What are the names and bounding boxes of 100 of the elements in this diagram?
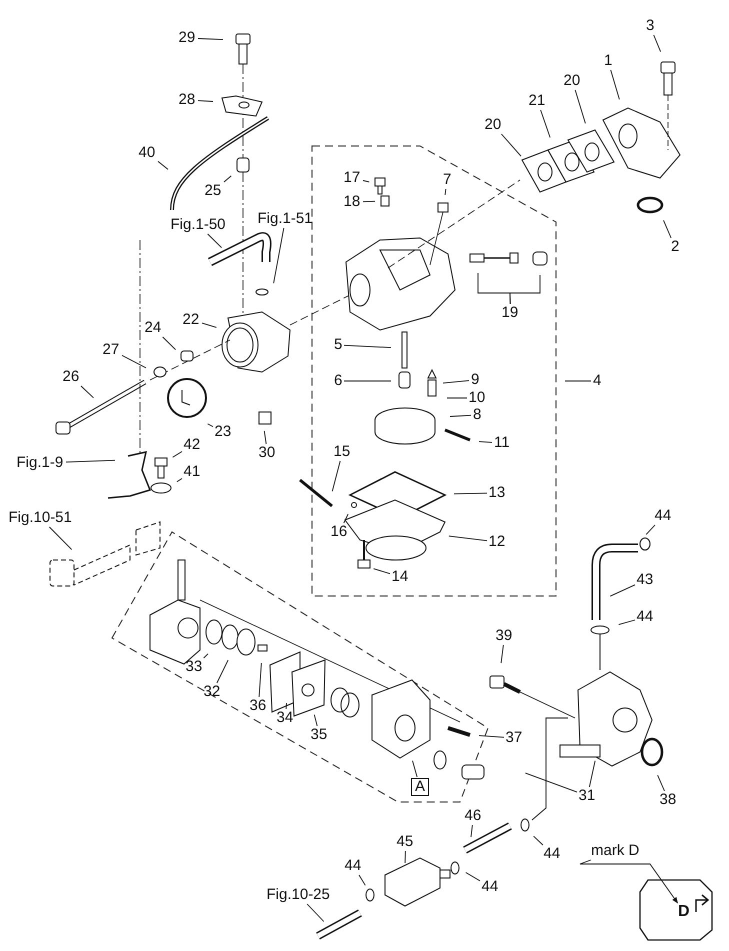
figure-reference: Fig.1-9 xyxy=(16,455,64,471)
leader-line xyxy=(444,188,446,196)
callout-number: 13 xyxy=(488,485,506,501)
leader-line xyxy=(207,423,214,428)
callout-number: 5 xyxy=(334,337,342,353)
leader-line xyxy=(580,860,678,904)
callout-number: 20 xyxy=(484,117,502,133)
figure-reference: Fig.1-50 xyxy=(170,217,226,233)
leader-line xyxy=(450,414,472,417)
leader-line xyxy=(80,386,94,398)
leader-line xyxy=(344,380,392,382)
callout-number: 26 xyxy=(62,369,80,385)
leader-line xyxy=(198,100,214,102)
leader-line xyxy=(224,175,232,182)
callout-number: 15 xyxy=(334,444,350,460)
callout-number: 27 xyxy=(102,342,120,358)
figure-reference: Fig.1-51 xyxy=(258,211,313,227)
leader-line xyxy=(533,836,544,846)
callout-number: 28 xyxy=(178,92,196,108)
callout-number: 16 xyxy=(330,524,348,540)
leader-line xyxy=(448,536,488,542)
leader-line xyxy=(358,874,366,886)
leader-line xyxy=(48,526,72,550)
callout-number: 9 xyxy=(471,372,480,388)
leader-line xyxy=(618,620,636,626)
callout-number: 22 xyxy=(182,312,200,328)
leader-line xyxy=(216,660,229,684)
leader-line xyxy=(610,70,620,100)
callout-number: 37 xyxy=(506,730,522,746)
callout-number: 35 xyxy=(310,727,328,743)
callout-number: 21 xyxy=(528,93,546,109)
leader-line xyxy=(500,134,522,157)
leader-line xyxy=(663,220,672,238)
leader-line xyxy=(564,380,592,382)
leader-line xyxy=(478,735,504,738)
callout-number: 36 xyxy=(250,698,266,714)
callout-number: 42 xyxy=(184,437,200,453)
leader-line xyxy=(574,90,586,124)
callout-number: 40 xyxy=(138,145,156,161)
callout-number: 24 xyxy=(144,320,162,336)
figure-reference: Fig.10-51 xyxy=(8,510,72,526)
leader-line xyxy=(500,644,504,664)
leader-line xyxy=(258,662,262,698)
callout-number: 8 xyxy=(473,407,482,423)
leader-line xyxy=(478,441,492,443)
callout-number: 34 xyxy=(276,710,294,726)
callout-number: 33 xyxy=(186,659,202,675)
callout-number: 29 xyxy=(178,30,196,46)
callout-number: 3 xyxy=(646,18,654,34)
callout-number: 23 xyxy=(214,424,232,440)
leader-line xyxy=(465,872,480,882)
leader-line xyxy=(343,514,349,524)
callout-number: 44 xyxy=(482,879,498,895)
callout-number: 44 xyxy=(544,846,560,862)
callout-number: 11 xyxy=(494,435,510,451)
callout-number: 6 xyxy=(334,373,342,389)
leader-line xyxy=(306,904,324,922)
leader-line xyxy=(158,160,168,170)
figure-reference: Fig.10-25 xyxy=(266,887,330,903)
leader-line xyxy=(264,430,267,444)
callout-number: 14 xyxy=(392,569,408,585)
leader-line xyxy=(286,702,287,710)
leader-line xyxy=(454,492,488,494)
leader-line xyxy=(540,110,551,138)
leader-line xyxy=(470,824,473,838)
leader-line xyxy=(344,344,392,348)
callout-number: 12 xyxy=(488,534,506,550)
callout-number: 10 xyxy=(468,390,486,406)
leader-line xyxy=(202,322,217,328)
leader-line xyxy=(442,380,470,384)
callout-number: 7 xyxy=(443,172,452,188)
callout-number: 44 xyxy=(654,508,672,524)
leader-line xyxy=(362,200,376,202)
leader-line xyxy=(373,568,390,574)
callout-number: 19 xyxy=(502,305,518,321)
callout-number: 1 xyxy=(604,53,612,69)
leader-line xyxy=(404,850,406,864)
leader-line xyxy=(162,336,176,350)
leader-line xyxy=(653,34,662,52)
leader-line xyxy=(332,460,341,492)
callout-number: 18 xyxy=(344,194,360,210)
leader-line xyxy=(524,772,578,793)
callout-number: 30 xyxy=(258,445,276,461)
leader-line xyxy=(610,584,636,597)
callout-number: 38 xyxy=(660,792,676,808)
reference-letter: A xyxy=(411,778,430,796)
leader-line xyxy=(203,653,208,658)
callout-number: 25 xyxy=(204,183,222,199)
mark-letter: D xyxy=(678,904,690,920)
mark-label: mark D xyxy=(591,843,640,859)
leader-line xyxy=(588,760,596,788)
leader-line xyxy=(122,354,146,368)
callout-number: 39 xyxy=(496,628,512,644)
leader-line xyxy=(176,478,182,482)
leader-line xyxy=(362,180,370,182)
leader-line xyxy=(172,451,182,458)
leader-line xyxy=(510,274,540,304)
callout-number: 4 xyxy=(593,373,602,389)
callout-number: 46 xyxy=(464,808,482,824)
callout-number: 41 xyxy=(184,464,200,480)
